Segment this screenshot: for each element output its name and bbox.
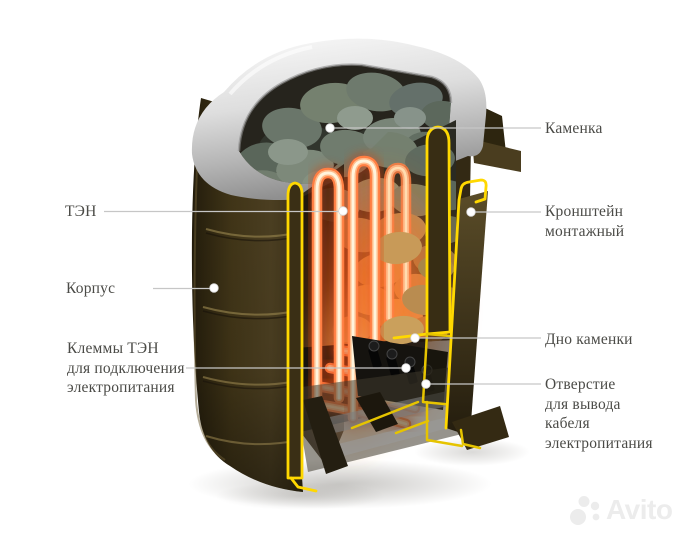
avito-watermark: Avito <box>569 492 673 528</box>
callout-kamenka: Каменка <box>545 119 603 139</box>
avito-logo-icon <box>570 496 600 525</box>
callout-otverstie: Отверстие для вывода кабеля электропитан… <box>545 375 653 453</box>
callout-line: Каменка <box>545 120 603 137</box>
anchor-dot-otverstie <box>421 379 431 389</box>
callout-line: Дно каменки <box>545 331 633 348</box>
mounting-bracket-front <box>444 178 509 450</box>
anchor-dot-kamenka <box>325 123 335 133</box>
anchor-dot-kronshtein <box>466 207 476 217</box>
heater-body <box>191 98 350 492</box>
callout-dno-kamenki: Дно каменки <box>545 330 633 350</box>
callout-line: электропитания <box>67 379 175 396</box>
callout-kronshtein: Кронштейн монтажный <box>545 202 624 241</box>
callout-klemmy-ten: Клеммы ТЭН для подключения электропитани… <box>67 339 185 398</box>
callout-ten: ТЭН <box>65 202 97 222</box>
cut-edge-left <box>286 181 318 493</box>
anchor-dot-klemmy <box>401 363 411 373</box>
callout-line: Отверстие <box>545 376 616 393</box>
callout-line: Кронштейн <box>545 203 624 220</box>
callout-line: для вывода <box>545 395 621 413</box>
callout-line: монтажный <box>545 222 625 240</box>
leader-lines <box>104 123 541 389</box>
callout-line: для подключения <box>67 359 185 377</box>
anchor-dot-dno <box>410 333 420 343</box>
steel-rim <box>191 38 487 201</box>
callout-line: электропитания <box>545 434 653 452</box>
anchor-dot-korpus <box>209 283 219 293</box>
callout-korpus: Корпус <box>66 279 115 299</box>
anchor-dot-ten <box>338 206 348 216</box>
callout-line: Корпус <box>66 280 116 297</box>
callout-line: кабеля <box>545 415 590 432</box>
avito-watermark-text: Avito <box>606 494 673 525</box>
callout-line: Клеммы ТЭН <box>67 340 159 357</box>
callout-line: ТЭН <box>65 203 97 220</box>
